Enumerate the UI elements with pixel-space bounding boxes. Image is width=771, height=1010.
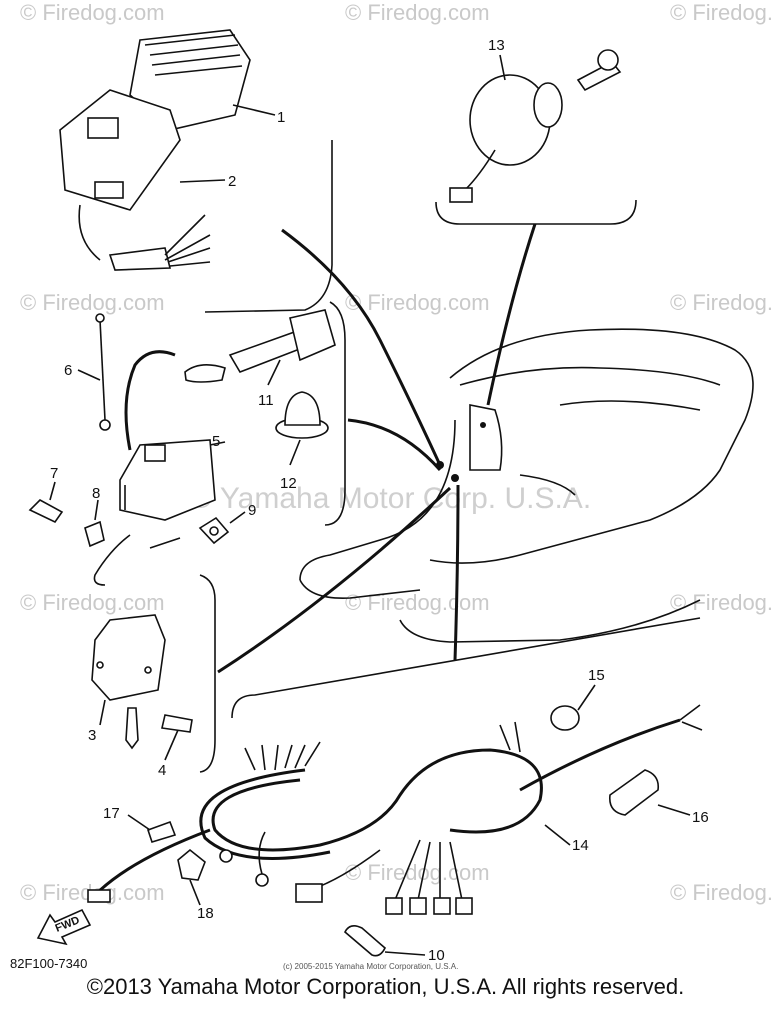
callout-3: 3 [88,727,96,744]
watermark-overlay: © Yamaha Motor Corp. U.S.A. [190,482,591,515]
small-copyright: (c) 2005-2015 Yamaha Motor Corporation, … [283,962,458,971]
main-switch [449,49,622,203]
callout-13: 13 [488,37,505,54]
callout-18: 18 [197,905,214,922]
callout-7: 7 [50,465,58,482]
callout-16: 16 [692,809,709,826]
cdi-unit [59,29,251,271]
frame-outline [299,328,754,643]
ignition-coil [93,350,216,586]
watermark: © Firedog.com [345,590,490,615]
fasteners [28,499,230,549]
connector-lines [217,223,537,674]
callout-4: 4 [158,762,166,779]
callout-12: 12 [280,475,297,492]
callout-17: 17 [103,805,120,822]
callout-9: 9 [248,502,256,519]
leader-lines [49,54,691,956]
rectifier [91,614,193,750]
watermark: © Firedog.com [345,0,490,25]
callout-14: 14 [572,837,589,854]
watermark: © Firedog.com [345,860,490,885]
callout-5: 5 [212,433,220,450]
plug-lead [95,313,111,431]
fwd-arrow: FWD [36,908,92,946]
watermark: © Firedog.com [670,880,771,905]
watermarks: © Firedog.com © Firedog.com © Firedog.co… [20,0,771,905]
watermark: © Firedog.com [670,0,771,25]
callout-6: 6 [64,362,72,379]
watermark: © Firedog.com [670,290,771,315]
grommet-and-clamps [146,705,660,957]
copyright-footer: ©2013 Yamaha Motor Corporation, U.S.A. A… [86,974,685,999]
callout-1: 1 [277,109,285,126]
wire-harness [87,704,703,915]
watermark: © Firedog.com [20,290,165,315]
watermark: © Firedog.com [20,590,165,615]
callout-15: 15 [588,667,605,684]
callout-8: 8 [92,485,100,502]
callout-numbers: 1 2 3 4 5 6 7 8 9 10 11 12 13 14 15 16 1… [50,37,709,964]
callout-10: 10 [428,947,445,964]
section-brackets [199,140,701,773]
diagram-code: 82F100-7340 [10,956,87,971]
watermark: © Firedog.com [20,0,165,25]
watermark: © Firedog.com [670,590,771,615]
callout-11: 11 [258,392,274,409]
callout-2: 2 [228,173,236,190]
plug-cap [184,309,336,439]
watermark: © Firedog.com [345,290,490,315]
